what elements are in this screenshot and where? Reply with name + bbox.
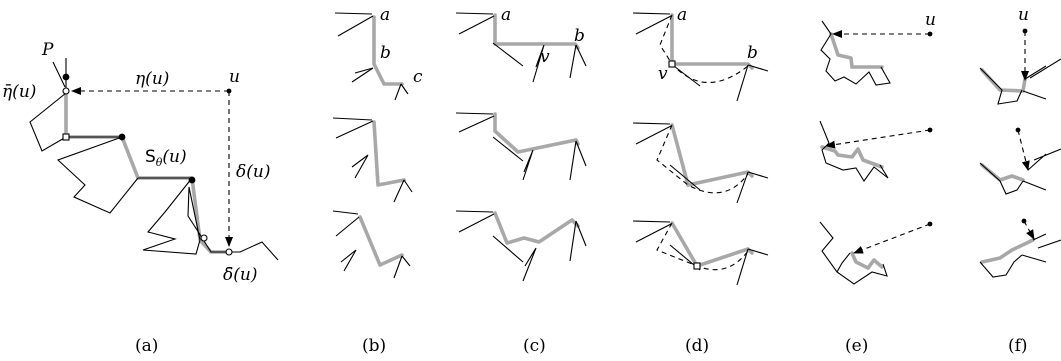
caption-b: (b) [362, 336, 386, 356]
outline-row1 [820, 20, 891, 86]
label-u: u [229, 67, 240, 87]
path-row3 [493, 211, 580, 245]
label-a: a [677, 5, 687, 25]
label-v: v [540, 47, 550, 67]
panel-a: P u η(u) η̄(u) Sθ(u) δ(u) δ̄(u) (a) [2, 40, 279, 356]
label-a: a [501, 5, 511, 25]
outline-row3 [332, 210, 411, 279]
path-row2 [820, 145, 884, 169]
path-row1 [980, 68, 1027, 93]
vertex [62, 73, 70, 81]
label-b: b [747, 43, 758, 63]
path-row3 [670, 221, 754, 268]
point-u [1021, 218, 1027, 224]
path-row2 [670, 123, 754, 187]
path-row2 [372, 120, 406, 187]
outline-row2 [632, 122, 769, 204]
vertex-hollow [200, 234, 208, 242]
point-u [226, 88, 232, 94]
panel-d: a b v (d) [632, 5, 769, 356]
outline-row1 [979, 58, 1061, 105]
label-u: u [1018, 5, 1029, 25]
ray-row3 [1023, 220, 1035, 240]
vertex [118, 133, 126, 141]
dashed-curve-row2 [656, 124, 749, 194]
label-s-theta: Sθ(u) [145, 147, 187, 169]
caption-d: (d) [685, 336, 709, 356]
path-row1 [372, 15, 404, 86]
square-vertex [693, 262, 701, 270]
outline-row3 [819, 221, 888, 285]
label-v: v [658, 64, 668, 84]
vertex [188, 176, 196, 184]
outline-row1 [632, 12, 769, 102]
outline-row2 [455, 112, 587, 181]
point-u [927, 31, 933, 37]
ray-row3 [853, 223, 931, 254]
outline-row3 [979, 233, 1061, 278]
outline-row3 [455, 210, 587, 282]
label-u: u [925, 10, 936, 30]
outline-row1 [455, 12, 587, 83]
outline-row1 [334, 12, 409, 101]
point-u [1022, 28, 1028, 34]
delta-bar-point [225, 248, 233, 256]
outline-row3 [632, 220, 769, 286]
path-row3 [980, 238, 1035, 264]
caption-e: (e) [845, 336, 868, 356]
eta-bar-point [62, 87, 70, 95]
label-b: b [380, 43, 391, 63]
panel-f: u (f) [979, 5, 1061, 356]
label-delta: δ(u) [236, 162, 270, 182]
label-b: b [574, 26, 585, 46]
caption-c: (c) [523, 336, 546, 356]
path-row2 [493, 112, 580, 154]
path-s-theta [64, 91, 227, 254]
label-c: c [413, 67, 423, 87]
ray-row2 [825, 129, 931, 149]
caption-f: (f) [1008, 336, 1028, 356]
path-row2 [980, 163, 1025, 182]
point-u [927, 221, 933, 227]
path-row3 [358, 215, 404, 267]
ray-row2 [1017, 129, 1030, 171]
square-vertex [62, 133, 70, 141]
path-row3 [850, 251, 884, 270]
pointer-line [52, 61, 66, 88]
square-vertex [668, 60, 676, 68]
panel-b: a b c (b) [332, 5, 423, 356]
outline-row2 [332, 117, 413, 203]
path-row1 [829, 32, 884, 69]
polygon-outline [29, 58, 279, 261]
label-a: a [380, 5, 390, 25]
outline-row2 [979, 148, 1061, 195]
panel-e: u (e) [819, 10, 936, 356]
label-eta-bar: η̄(u) [2, 82, 36, 102]
label-P: P [41, 40, 54, 60]
label-eta: η(u) [135, 69, 169, 89]
label-delta-bar: δ̄(u) [223, 265, 257, 285]
caption-a: (a) [135, 336, 158, 356]
point-u [1015, 127, 1021, 133]
panel-c: a b v (c) [455, 5, 587, 356]
point-u [927, 127, 933, 133]
